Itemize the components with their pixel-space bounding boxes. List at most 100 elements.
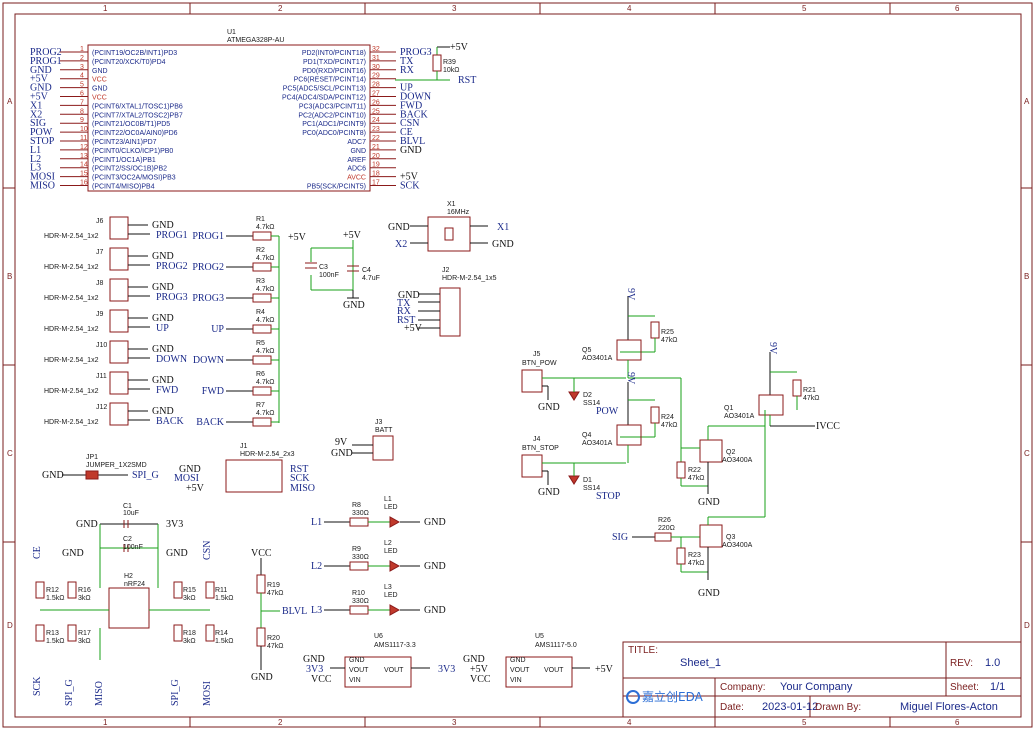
- u5-part: AMS1117-5.0: [535, 642, 577, 649]
- pullup-res-ref: R7: [256, 402, 265, 409]
- mcu-pin-number: 22: [372, 135, 380, 142]
- j1-part: HDR-M-2.54_2x3: [240, 451, 295, 458]
- r11-ref: R11: [215, 587, 227, 594]
- mcu-right-net: PROG3: [400, 47, 432, 58]
- mcu-pin-number: 25: [372, 108, 380, 115]
- header-ref: J9: [96, 311, 104, 318]
- pullup-res-ref: R2: [256, 247, 265, 254]
- header-part: HDR-M-2.54_1x2: [44, 357, 99, 364]
- c4-ref: C4: [362, 267, 371, 274]
- d1-val: SS14: [583, 485, 600, 492]
- mcu-right-net: SCK: [400, 181, 420, 192]
- led-res-val: 330Ω: [352, 510, 369, 517]
- led-net: L1: [311, 517, 322, 528]
- reset-res-val: 10kΩ: [443, 67, 460, 74]
- mcu-part: ATMEGA328P-AU: [227, 37, 284, 44]
- pullup-pwr: +5V: [288, 232, 307, 243]
- led-ref: L3: [384, 584, 392, 591]
- u5-out: +5V: [595, 664, 614, 675]
- mcu-pin-number: 32: [372, 46, 380, 53]
- mcu-left-net: L1: [30, 145, 41, 156]
- r14-ref: R14: [215, 630, 228, 637]
- mcu-right-pin: PC3(ADC3/PCINT11): [299, 103, 366, 110]
- mcu-pin-number: 29: [372, 73, 380, 80]
- jp1-spig: SPI_G: [132, 470, 159, 481]
- header-net: UP: [156, 323, 169, 334]
- c1-ref: C1: [123, 503, 132, 510]
- divider-blvl: BLVL: [282, 606, 307, 617]
- col-label: 2: [278, 718, 283, 727]
- nrf-spig2: SPI_G: [170, 679, 181, 706]
- pullup-net: DOWN: [193, 355, 224, 366]
- isp-header-j1: [225, 459, 283, 493]
- header-gnd: GND: [152, 344, 174, 355]
- u5-vout-pin2: VOUT: [544, 667, 564, 674]
- u5-vin-pin: VIN: [510, 677, 522, 684]
- mcu-pin-number: 30: [372, 64, 380, 71]
- led-ref: L2: [384, 540, 392, 547]
- header-gnd: GND: [152, 375, 174, 386]
- mcu-pin-number: 10: [80, 126, 88, 133]
- nrf-sck: SCK: [32, 676, 43, 696]
- mcu-left-net: STOP: [30, 136, 55, 147]
- r12-val: 1.5kΩ: [46, 595, 64, 602]
- pullup-res-ref: R1: [256, 216, 265, 223]
- j1-ref: J1: [240, 443, 248, 450]
- pullup-res-val: 4.7kΩ: [256, 224, 274, 231]
- header-net: PROG3: [156, 292, 188, 303]
- led-res-val: 330Ω: [352, 554, 369, 561]
- mcu-right-pin: PC1(ADC1/PCINT9): [302, 121, 366, 128]
- mcu-right-net: TX: [400, 56, 414, 67]
- mcu-right-net: BACK: [400, 109, 429, 120]
- mcu-pin-number: 26: [372, 99, 380, 106]
- pullup-net: PROG1: [192, 231, 224, 242]
- u6-vcc: VCC: [311, 674, 332, 685]
- divider-gnd: GND: [251, 672, 273, 683]
- divider-vcc: VCC: [251, 548, 272, 559]
- sheet-title: Sheet_1: [680, 657, 721, 669]
- j3-part: BATT: [375, 427, 393, 434]
- mcu-pin-number: 7: [80, 99, 84, 106]
- row-label: B: [1024, 272, 1029, 281]
- rev-value: 1.0: [985, 657, 1000, 669]
- r17-val: 3kΩ: [78, 638, 91, 645]
- nrf-gnd: GND: [76, 519, 98, 530]
- led-diode: [389, 560, 401, 572]
- header-body: [109, 278, 129, 302]
- header-part: HDR-M-2.54_1x2: [44, 388, 99, 395]
- r18-ref: R18: [183, 630, 196, 637]
- pullup-net: BACK: [196, 417, 225, 428]
- header-part: HDR-M-2.54_1x2: [44, 264, 99, 271]
- mcu-pin-number: 1: [80, 46, 84, 53]
- u6-vin-pin: VIN: [349, 677, 361, 684]
- nrf-ce: CE: [32, 546, 43, 559]
- pullup-res-val: 4.7kΩ: [256, 286, 274, 293]
- col-label: 6: [955, 718, 960, 727]
- mcu-pin-number: 20: [372, 153, 380, 160]
- jp1-part: JUMPER_1X2SMD: [86, 462, 147, 469]
- mcu-left-pin: VCC: [92, 77, 107, 84]
- u5-5v: +5V: [470, 664, 489, 675]
- ivcc-label: IVCC: [816, 421, 840, 432]
- mcu-right-net: FWD: [400, 100, 422, 111]
- mcu-left-pin: (PCINT4/MISO)PB4: [92, 184, 155, 191]
- jumper-jp1: [62, 470, 128, 480]
- row-label: B: [7, 272, 12, 281]
- col-label: 3: [452, 718, 457, 727]
- mcu-right-pin: ADC6: [347, 166, 366, 173]
- mcu-pin-number: 31: [372, 55, 380, 62]
- pullup-net: UP: [211, 324, 224, 335]
- mcu-pin-number: 5: [80, 82, 84, 89]
- header-ref: J6: [96, 218, 104, 225]
- r11-val: 1.5kΩ: [215, 595, 233, 602]
- r19-ref: R19: [267, 582, 280, 589]
- col-label: 2: [278, 4, 283, 13]
- j2-rst: RST: [397, 315, 415, 326]
- q3-ref: Q3: [726, 534, 735, 541]
- header-body: [109, 216, 129, 240]
- led-res-ref: R9: [352, 546, 361, 553]
- r25-ref: R25: [661, 329, 674, 336]
- mcu-right-pin: PD2(INT0/PCINT18): [302, 50, 366, 57]
